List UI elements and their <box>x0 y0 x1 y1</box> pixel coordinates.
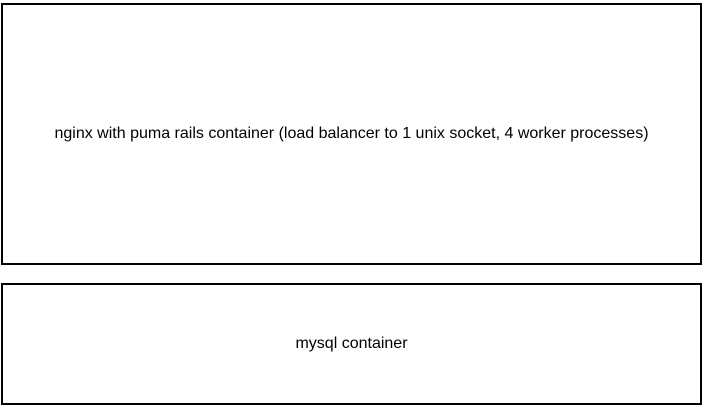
mysql-container-label: mysql container <box>295 335 408 352</box>
mysql-container-box: mysql container <box>1 283 702 405</box>
nginx-puma-container-box: nginx with puma rails container (load ba… <box>1 3 702 265</box>
nginx-puma-container-label: nginx with puma rails container (load ba… <box>54 125 649 142</box>
